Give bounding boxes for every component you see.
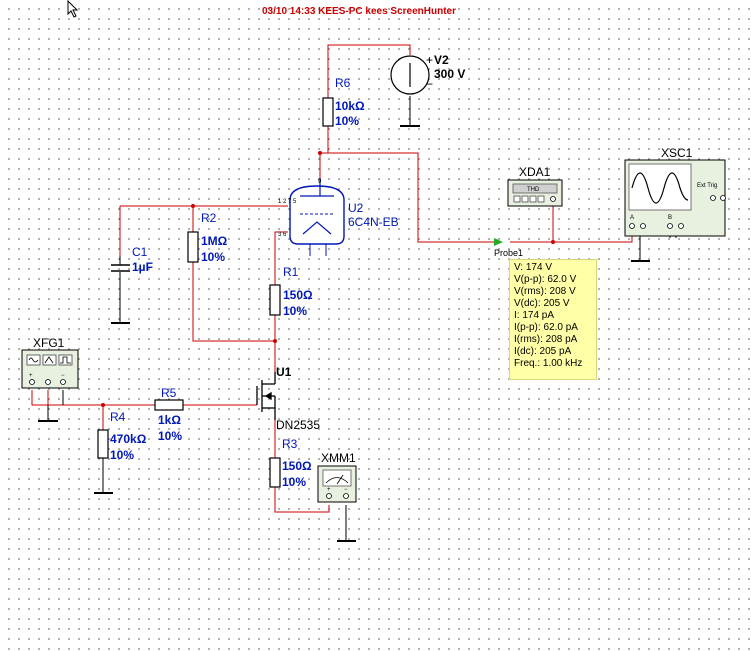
mosfet-u1[interactable]: U1 DN2535 — [256, 365, 320, 432]
probe-readout-line: I(rms): 208 pA — [514, 334, 578, 345]
vacuum-tube-icon — [289, 178, 345, 256]
junction-dots — [101, 151, 555, 407]
c1-ref: C1 — [132, 245, 148, 259]
xsc1-ext-trig: Ext Trig — [697, 183, 717, 189]
probe-readout-line: I(p-p): 62.0 pA — [514, 322, 578, 333]
r1-value: 150Ω — [283, 288, 313, 302]
u2-value: 6C4N-EB — [348, 215, 399, 229]
resistor-icon — [97, 429, 109, 459]
vacuum-tube-u2[interactable]: 1 2 7 5 9 3 6 U2 6C4N-EB — [278, 178, 399, 256]
probe-readout-line: V: 174 V — [514, 262, 552, 273]
probe-readout-line: Freq.: 1.00 kHz — [514, 358, 583, 369]
v2-minus: − — [426, 77, 433, 91]
r4-ref: R4 — [110, 410, 126, 424]
capacitor-c1[interactable]: C1 1µF — [111, 245, 153, 274]
function-generator-xfg1[interactable]: XFG1 + − — [21, 336, 79, 389]
function-generator-icon — [21, 349, 79, 389]
r3-value: 150Ω — [282, 459, 312, 473]
r1-ref: R1 — [283, 265, 299, 279]
xda1-display: THD — [527, 187, 540, 193]
mosfet-icon — [256, 372, 276, 420]
probe1-ref: Probe1 — [494, 248, 523, 258]
probe-readout-line: I: 174 pA — [514, 310, 555, 321]
r1-tolerance: 10% — [283, 304, 307, 318]
resistor-r6[interactable]: R6 10kΩ 10% — [322, 76, 365, 128]
xfg1-minus: − — [61, 373, 65, 379]
r5-ref: R5 — [161, 386, 177, 400]
resistor-r4[interactable]: R4 470kΩ 10% — [97, 410, 147, 462]
xsc1-ref: XSC1 — [661, 146, 693, 160]
oscilloscope-xsc1[interactable]: XSC1 Ext Trig A B — [624, 146, 726, 237]
resistor-icon — [269, 457, 281, 488]
resistor-r2[interactable]: R2 1MΩ 10% — [187, 211, 228, 264]
u2-pin-anode: 9 — [318, 179, 322, 185]
r6-ref: R6 — [335, 76, 351, 90]
xsc1-channel-a: A — [630, 215, 634, 221]
r3-tolerance: 10% — [282, 475, 306, 489]
c1-value: 1µF — [132, 260, 153, 274]
r2-tolerance: 10% — [201, 250, 225, 264]
xfg1-plus: + — [29, 373, 33, 379]
r3-ref: R3 — [282, 437, 298, 451]
u2-pin-grid: 3 6 — [278, 232, 287, 238]
voltage-source-v2[interactable]: + − V2 300 V — [390, 53, 465, 95]
xsc1-channel-b: B — [668, 215, 672, 221]
resistor-icon — [187, 231, 199, 263]
oscilloscope-icon — [624, 159, 726, 237]
resistor-icon — [269, 284, 281, 316]
ground-icon — [38, 125, 650, 542]
resistor-r5[interactable]: R5 1kΩ 10% — [154, 386, 184, 443]
xfg1-ref: XFG1 — [33, 336, 65, 350]
probe-readout-line: V(p-p): 62.0 V — [514, 274, 577, 285]
probe-probe1[interactable]: Probe1 — [494, 238, 523, 258]
r2-value: 1MΩ — [201, 234, 228, 248]
r4-tolerance: 10% — [110, 448, 134, 462]
u2-ref: U2 — [348, 201, 364, 215]
r2-ref: R2 — [201, 211, 217, 225]
v2-value: 300 V — [434, 67, 465, 81]
xmm1-plus: + — [327, 487, 331, 493]
r4-value: 470kΩ — [110, 432, 147, 446]
u1-value: DN2535 — [276, 418, 320, 432]
xmm1-minus: − — [344, 487, 348, 493]
resistor-r1[interactable]: R1 150Ω 10% — [269, 265, 313, 318]
v2-plus: + — [426, 53, 433, 67]
distortion-analyzer-xda1[interactable]: XDA1 THD — [507, 165, 563, 207]
cursor-icon — [67, 0, 79, 18]
multimeter-icon — [317, 465, 357, 503]
capacitor-icon — [111, 256, 130, 272]
r6-value: 10kΩ — [335, 99, 365, 113]
u2-pins-top: 1 2 7 5 — [278, 199, 297, 205]
wires — [31, 44, 633, 513]
probe-arrow-icon — [494, 238, 503, 246]
u1-ref: U1 — [276, 365, 292, 379]
v2-ref: V2 — [434, 53, 449, 67]
distortion-analyzer-icon — [507, 179, 563, 207]
ground-wires — [62, 96, 717, 540]
probe-readout-line: V(dc): 205 V — [514, 298, 570, 309]
multimeter-xmm1[interactable]: XMM1 + − — [317, 451, 357, 503]
r6-tolerance: 10% — [335, 114, 359, 128]
probe-readout-line: I(dc): 205 pA — [514, 346, 572, 357]
xmm1-ref: XMM1 — [321, 451, 356, 465]
r5-value: 1kΩ — [158, 413, 181, 427]
probe-readout: V: 174 V V(p-p): 62.0 V V(rms): 208 V V(… — [509, 259, 597, 380]
resistor-icon — [322, 97, 334, 127]
resistor-r3[interactable]: R3 150Ω 10% — [269, 437, 312, 489]
resistor-icon — [154, 399, 184, 411]
window-title: 03/10 14:33 KEES-PC kees ScreenHunter — [262, 6, 456, 17]
probe-readout-line: V(rms): 208 V — [514, 286, 576, 297]
xda1-ref: XDA1 — [519, 165, 551, 179]
r5-tolerance: 10% — [158, 429, 182, 443]
